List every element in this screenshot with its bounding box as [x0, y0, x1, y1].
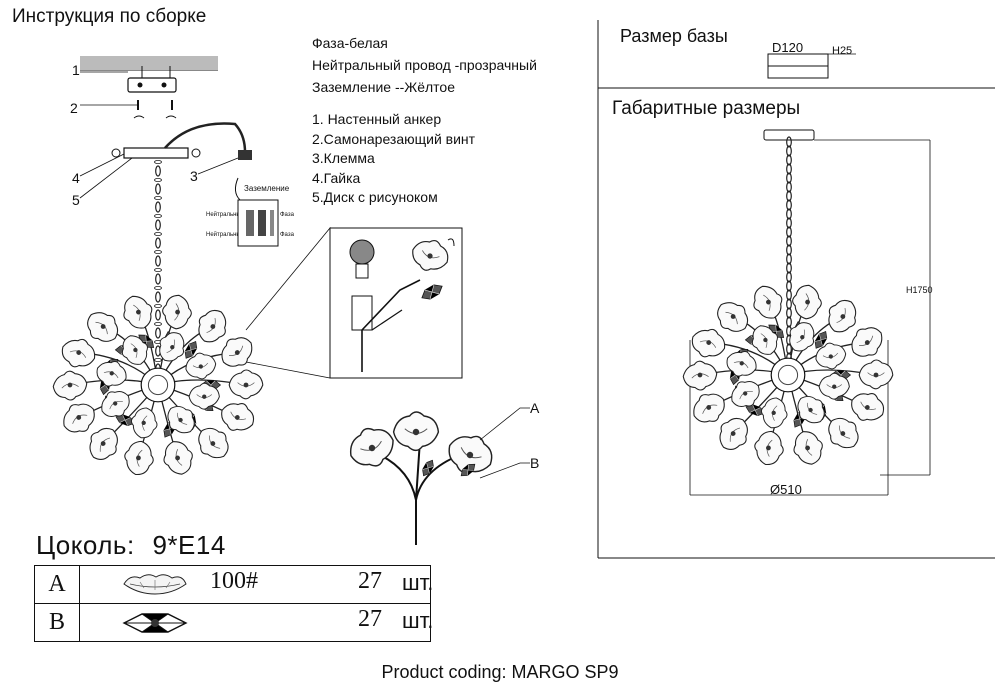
neutral-wire-note: Нейтральный провод -прозрачный: [312, 57, 537, 73]
terminal-neutral-label: Нейтральный провод: [206, 212, 266, 218]
row-qty: 27: [358, 568, 382, 594]
parts-table: A 100# 27 шт. B 27 шт.: [34, 565, 434, 642]
row-letter: B: [34, 603, 80, 642]
row-unit: шт.: [402, 608, 434, 633]
parts-list-item: 3.Клемма: [312, 150, 375, 166]
chandelier-left: [51, 290, 264, 479]
mounting-bracket: [127, 66, 177, 119]
parts-list: 1. Настенный анкер 2.Самонарезающий винт…: [312, 110, 475, 208]
row-letter: A: [34, 565, 80, 604]
callout-3: 3: [190, 168, 198, 184]
ground-terminal-diagram: [234, 177, 279, 247]
callout-2: 2: [70, 100, 78, 116]
callout-a: A: [530, 400, 540, 416]
dimension-diameter: Ø510: [770, 482, 802, 497]
base-diameter: D120: [772, 40, 804, 55]
terminal-phase-label: Фаза: [280, 212, 294, 218]
ground-wire-note: Заземление --Жёлтое: [312, 79, 455, 95]
glass-petal-icon: [123, 574, 187, 595]
canopy-disc: [111, 122, 252, 160]
callout-4: 4: [72, 170, 80, 186]
table-row: B 27 шт.: [34, 603, 434, 642]
crystal-disc-icon: [122, 613, 188, 633]
parts-list-item: 2.Самонарезающий винт: [312, 130, 476, 147]
row-qty: 27: [358, 606, 382, 632]
socket-value: 9*E14: [152, 530, 226, 560]
arm-assembly-detail: [343, 407, 530, 545]
dimensions-title: Габаритные размеры: [612, 98, 801, 119]
row-content: 27 шт.: [79, 603, 434, 642]
wiring-legend: Фаза-белая Нейтральный провод -прозрачны…: [312, 32, 537, 98]
terminal-neutral-label-2: Нейтральный провод: [206, 232, 266, 238]
base-size-title: Размер базы: [620, 26, 728, 46]
dimension-height: H1750: [906, 285, 933, 295]
row-unit: шт.: [402, 570, 434, 595]
phase-wire-note: Фаза-белая: [312, 35, 388, 51]
ceiling-hatch: [80, 56, 218, 71]
callout-b: B: [530, 455, 540, 471]
callout-1: 1: [72, 62, 80, 78]
right-panel-frame: [597, 20, 995, 559]
parts-list-item: 5.Диск с рисуноком: [312, 189, 438, 205]
parts-list-item: 4.Гайка: [312, 169, 361, 186]
terminal-title: Заземление: [244, 184, 290, 193]
page-title: Инструкция по сборке: [12, 6, 207, 27]
chain-right: [786, 136, 792, 364]
table-row: A 100# 27 шт.: [34, 565, 434, 604]
callout-5: 5: [72, 192, 80, 208]
row-content: 100# 27 шт.: [79, 565, 434, 604]
terminal-phase-label-2: Фаза: [280, 232, 294, 238]
row-code: 100#: [210, 568, 258, 594]
chandelier-right: [681, 280, 894, 469]
socket-label: Цоколь:: [36, 530, 135, 560]
parts-list-item: 1. Настенный анкер: [312, 111, 442, 127]
detail-callout-box: [245, 226, 463, 379]
socket-spec: Цоколь: 9*E14: [36, 530, 226, 561]
product-coding: Product coding: MARGO SP9: [381, 662, 619, 682]
